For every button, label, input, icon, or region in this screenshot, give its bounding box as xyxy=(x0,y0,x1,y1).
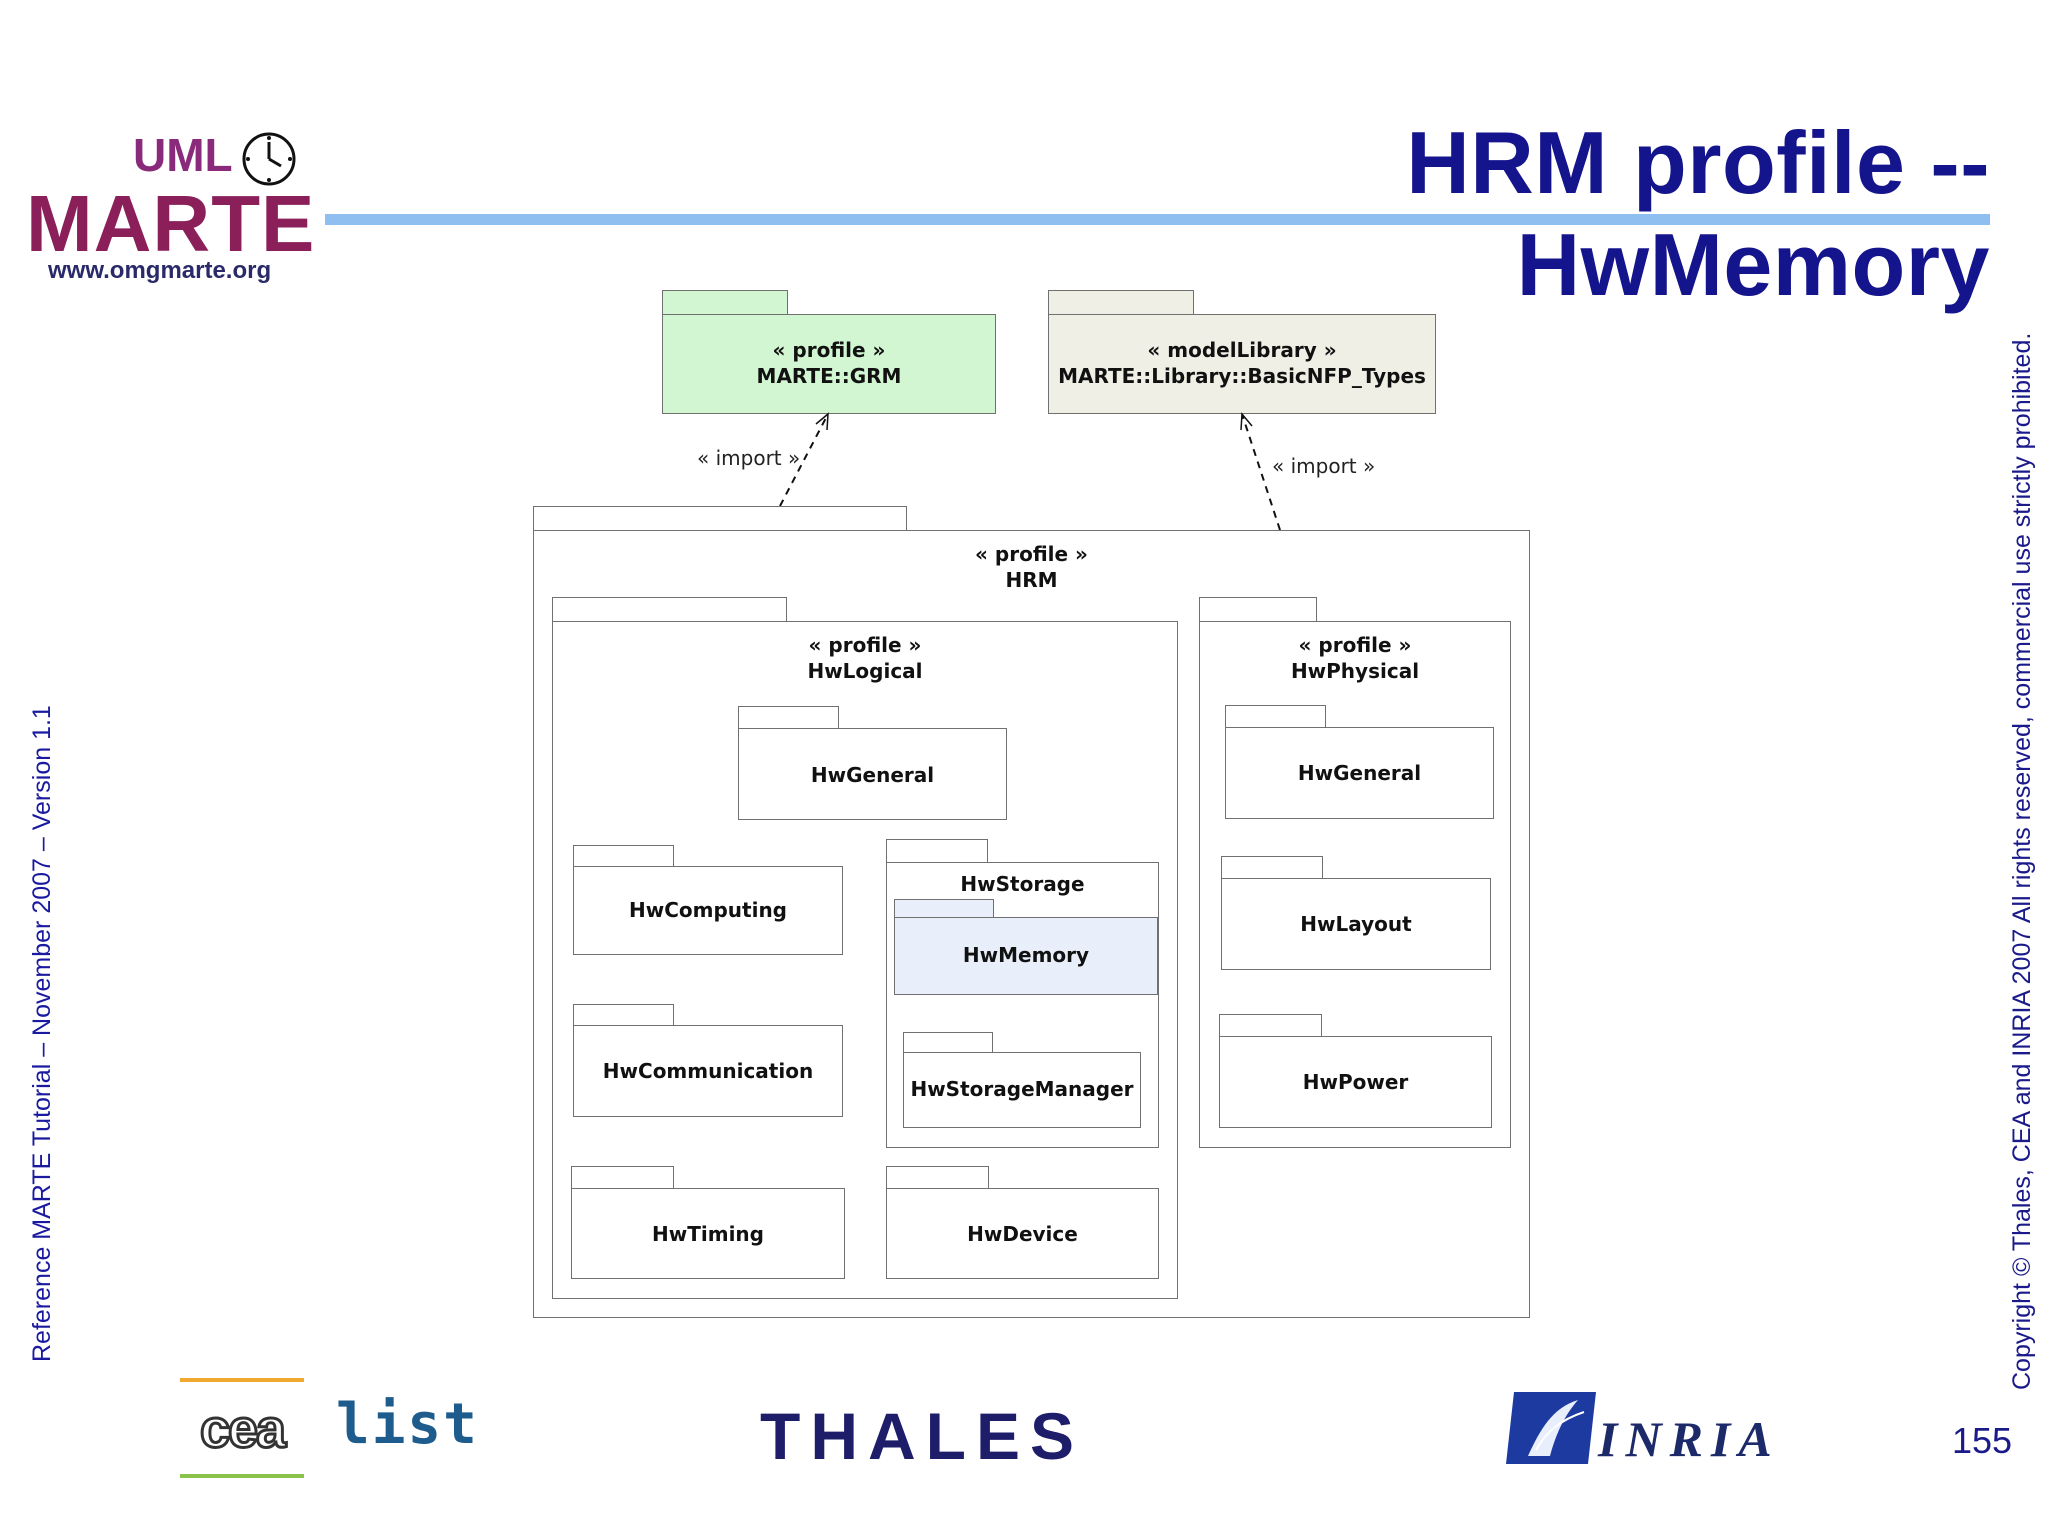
hwlayout-tab xyxy=(1221,856,1323,879)
clock-icon xyxy=(242,132,296,186)
cea-logo: cea xyxy=(180,1378,304,1478)
basicnfp-stereotype: « modelLibrary » xyxy=(1147,338,1337,362)
marte-logo-text: MARTE xyxy=(26,179,316,268)
hwstorage-name: HwStorage xyxy=(960,872,1085,896)
grm-stereotype: « profile » xyxy=(772,338,886,362)
basicnfp-name: MARTE::Library::BasicNFP_Types xyxy=(1058,364,1426,388)
hwphysical-package-tab xyxy=(1199,597,1317,622)
page-number: 155 xyxy=(1952,1420,2013,1461)
hwcomputing-tab xyxy=(573,845,674,867)
hwphysical-stereotype: « profile » xyxy=(1298,633,1412,657)
import-label-right: « import » xyxy=(1272,454,1376,478)
list-logo: list xyxy=(336,1392,479,1457)
logical-hwgeneral-package: HwGeneral xyxy=(738,728,1007,820)
hwstorage-tab xyxy=(886,839,988,863)
hwtiming-name: HwTiming xyxy=(652,1222,764,1246)
hwpower-package: HwPower xyxy=(1219,1036,1492,1128)
hrm-name: HRM xyxy=(1005,568,1058,592)
hwdevice-package: HwDevice xyxy=(886,1188,1159,1279)
import-arrow-grm xyxy=(779,413,829,507)
logical-hwgeneral-name: HwGeneral xyxy=(810,763,935,787)
hwmemory-name: HwMemory xyxy=(962,943,1090,967)
inria-emblem-icon xyxy=(1506,1392,1596,1464)
hwcommunication-tab xyxy=(573,1004,674,1026)
hwphysical-name: HwPhysical xyxy=(1290,659,1420,683)
hwstoragemanager-tab xyxy=(903,1032,993,1053)
physical-hwgeneral-tab xyxy=(1225,705,1326,728)
physical-hwgeneral-name: HwGeneral xyxy=(1297,761,1422,785)
hwlogical-name: HwLogical xyxy=(807,659,923,683)
title-underline xyxy=(325,214,1990,225)
hwpower-name: HwPower xyxy=(1302,1070,1409,1094)
hwtiming-package: HwTiming xyxy=(571,1188,845,1279)
hwcommunication-name: HwCommunication xyxy=(602,1059,814,1083)
hwlayout-name: HwLayout xyxy=(1300,912,1412,936)
page-title: HRM profile -- HwMemory xyxy=(1406,113,1990,314)
grm-package-tab xyxy=(662,290,788,314)
inria-logo: INRIA xyxy=(1598,1411,1780,1467)
grm-name: MARTE::GRM xyxy=(756,364,902,388)
hwcomputing-name: HwComputing xyxy=(629,898,787,922)
hwdevice-name: HwDevice xyxy=(967,1222,1078,1246)
hwlayout-package: HwLayout xyxy=(1221,878,1491,970)
thales-logo: THALES xyxy=(760,1399,1084,1473)
hwdevice-tab xyxy=(886,1166,989,1189)
basicnfp-package-tab xyxy=(1048,290,1194,314)
hwstoragemanager-package: HwStorageManager xyxy=(903,1052,1141,1128)
hrm-package-tab xyxy=(533,506,907,531)
hrm-stereotype: « profile » xyxy=(975,542,1088,566)
hwmemory-package: HwMemory xyxy=(894,917,1158,995)
hwtiming-tab xyxy=(571,1166,674,1189)
physical-hwgeneral-package: HwGeneral xyxy=(1225,727,1494,819)
import-label-left: « import » xyxy=(697,446,801,470)
hwlogical-package-tab xyxy=(552,597,787,622)
hwstoragemanager-name: HwStorageManager xyxy=(910,1077,1134,1101)
hwpower-tab xyxy=(1219,1014,1322,1037)
hwmemory-tab xyxy=(894,899,994,918)
hwlogical-stereotype: « profile » xyxy=(808,633,922,657)
logical-hwgeneral-tab xyxy=(738,706,839,729)
hwcommunication-package: HwCommunication xyxy=(573,1025,843,1117)
grm-package: « profile » MARTE::GRM xyxy=(662,314,996,414)
hwcomputing-package: HwComputing xyxy=(573,866,843,955)
basicnfp-package: « modelLibrary » MARTE::Library::BasicNF… xyxy=(1048,314,1436,414)
uml-logo-text: UML xyxy=(133,129,233,181)
marte-logo-url: www.omgmarte.org xyxy=(48,257,272,284)
